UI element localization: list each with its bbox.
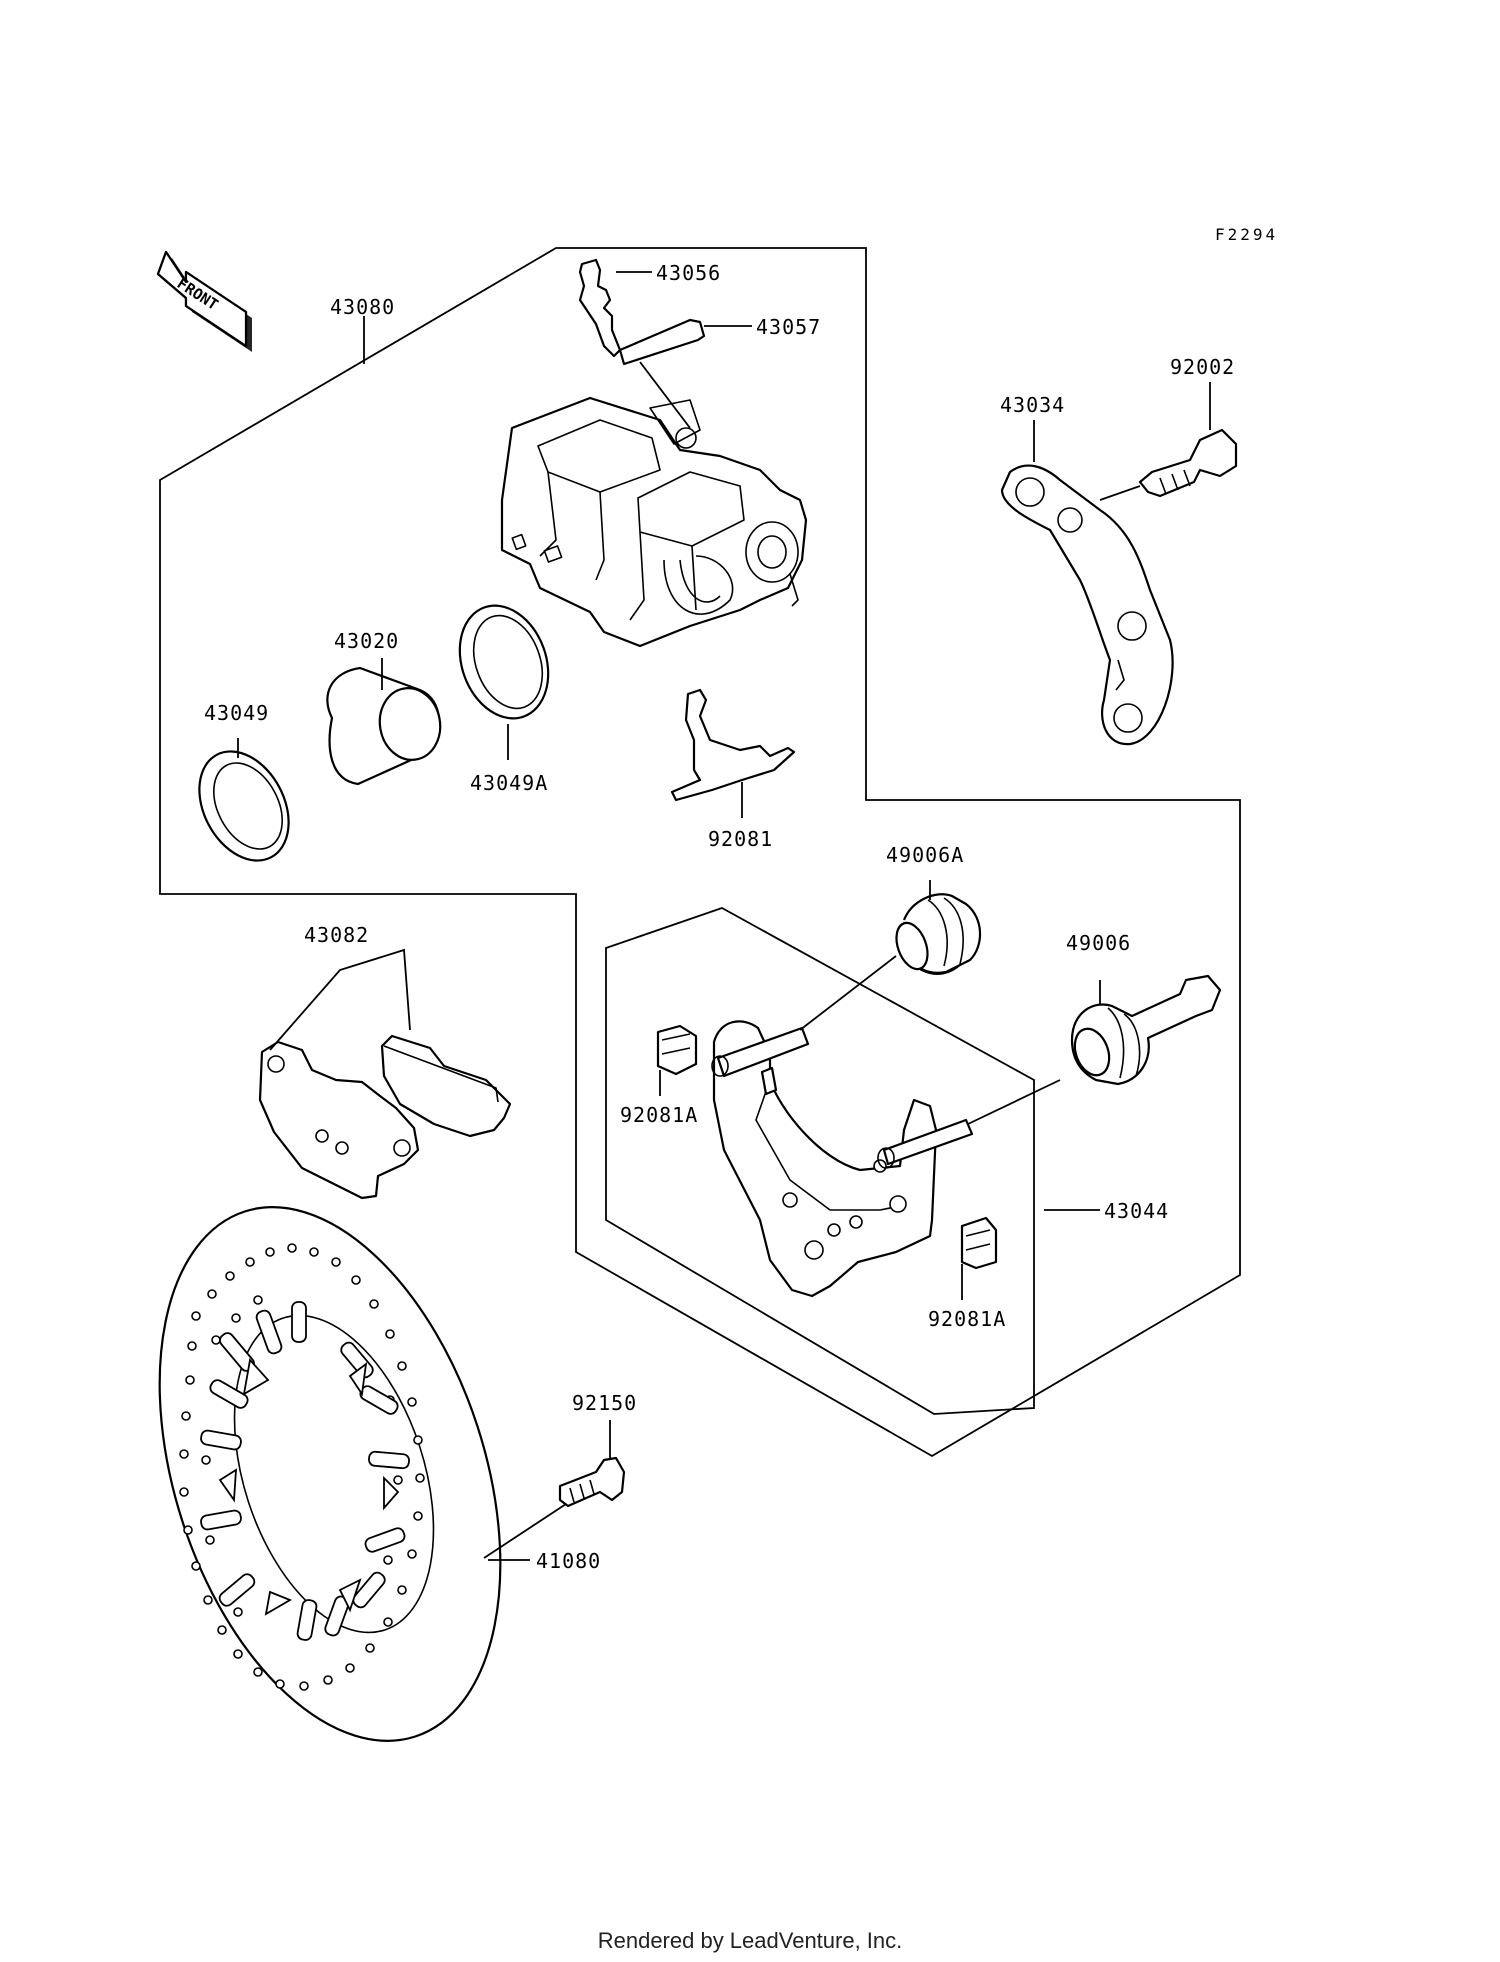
part-labels: 43080 43056 43057 43034 92002 43020 4304…: [204, 261, 1235, 1573]
figure-code: F2294: [1215, 225, 1278, 244]
caliper-assy-boundary: [159, 247, 1241, 1458]
front-arrow-icon: FRONT: [156, 250, 252, 352]
pad-clip-bottom: [960, 1216, 998, 1300]
boot: [1070, 974, 1222, 1086]
piston-seal-ring: [458, 604, 550, 760]
label-43057: 43057: [756, 315, 821, 339]
torque-link-bolt: [1099, 382, 1238, 501]
dust-cap: [618, 318, 752, 429]
torque-link: [1000, 420, 1174, 746]
bleed-valve: [578, 258, 652, 358]
label-92081A-top: 92081A: [620, 1103, 698, 1127]
label-49006A: 49006A: [886, 843, 964, 867]
label-43080: 43080: [330, 295, 395, 319]
brake-disc: [158, 1206, 530, 1742]
caliper-bracket: [711, 955, 1061, 1298]
label-92002: 92002: [1170, 355, 1235, 379]
label-43044: 43044: [1104, 1199, 1169, 1223]
label-92081: 92081: [708, 827, 773, 851]
label-43034: 43034: [1000, 393, 1065, 417]
caliper-body: [500, 396, 808, 648]
seal-ring: [198, 738, 290, 862]
bracket-assy-boundary: [605, 907, 1035, 1415]
label-43082: 43082: [304, 923, 369, 947]
label-43056: 43056: [656, 261, 721, 285]
pad-clip-top: [656, 1024, 698, 1096]
label-43049: 43049: [204, 701, 269, 725]
label-43020: 43020: [334, 629, 399, 653]
label-41080: 41080: [536, 1549, 601, 1573]
leader-lines: [363, 316, 1100, 1211]
label-92081A-bottom: 92081A: [928, 1307, 1006, 1331]
label-43049A: 43049A: [470, 771, 548, 795]
footer-credit: Rendered by LeadVenture, Inc.: [598, 1928, 903, 1953]
boot-a: [895, 880, 982, 975]
label-49006: 49006: [1066, 931, 1131, 955]
disc-bolt: [483, 1420, 626, 1559]
piston: [326, 658, 442, 786]
brake-pads: [258, 948, 512, 1200]
pad-spring: [670, 688, 796, 818]
label-92150: 92150: [572, 1391, 637, 1415]
